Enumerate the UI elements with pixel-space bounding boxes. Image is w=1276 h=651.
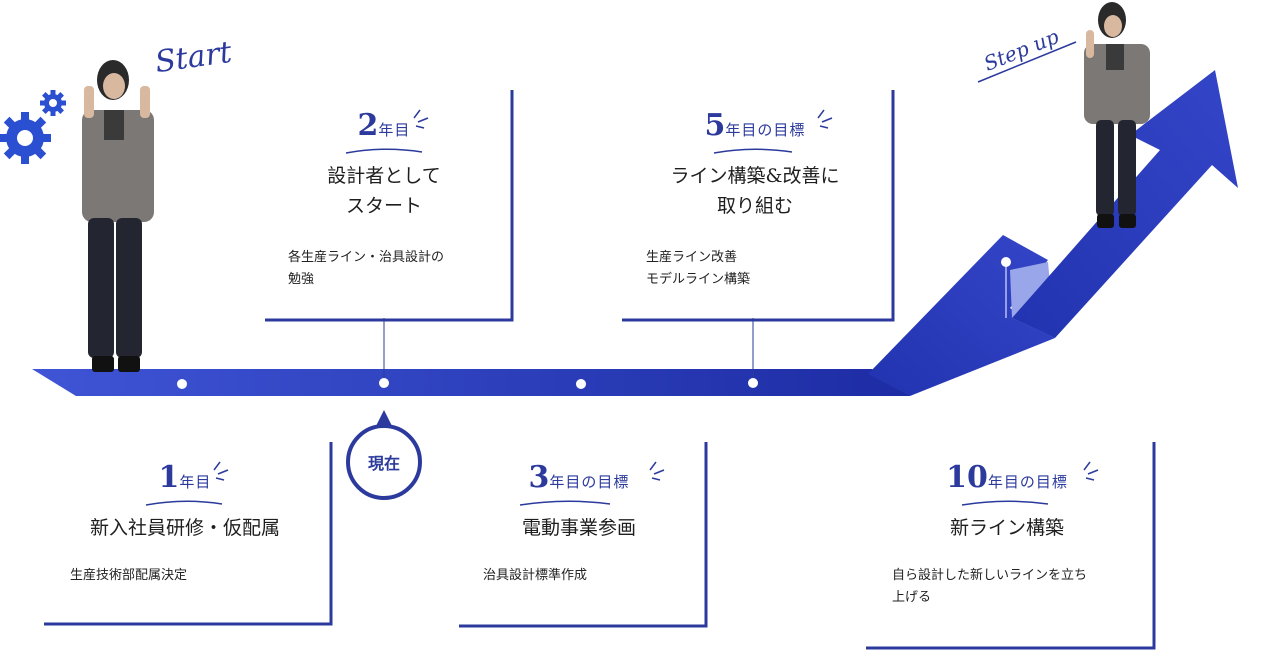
milestone-title: 新ライン構築	[949, 517, 1064, 539]
swoosh-group	[145, 148, 1049, 506]
gear-icon	[0, 112, 51, 164]
milestone-card-year10: 10年目の目標 新ライン構築 自ら設計した新しいラインを立ち 上げる	[872, 460, 1142, 609]
card-frame-year5	[622, 90, 895, 322]
timeline-road-rise	[868, 235, 1055, 396]
milestone-title: ライン構築&改善に取り組む	[670, 165, 840, 217]
milestone-desc: 各生産ライン・治具設計の 勉強	[288, 250, 445, 287]
milestone-desc: 自ら設計した新しいラインを立ち 上げる	[892, 568, 1088, 605]
current-marker-pointer	[376, 410, 392, 426]
milestone-desc: 生産ライン改善 モデルライン構築	[646, 250, 751, 287]
milestone-dot	[177, 379, 187, 389]
milestone-dot	[576, 379, 586, 389]
milestone-card-year2: 2年目 設計者としてスタート 各生産ライン・治具設計の 勉強	[268, 108, 500, 291]
milestone-title: 設計者としてスタート	[327, 165, 441, 217]
employee-start-figure	[82, 60, 154, 372]
card-frame-year2	[265, 90, 514, 322]
card-frame-year1	[44, 442, 333, 626]
card-frame-year3	[459, 442, 708, 628]
milestone-desc: 生産技術部配属決定	[70, 568, 188, 583]
milestone-card-year5: 5年目の目標 ライン構築&改善に取り組む 生産ライン改善 モデルライン構築	[630, 108, 880, 291]
milestone-year: 2年目	[357, 108, 411, 143]
stepup-underline	[977, 41, 1077, 83]
milestone-dot	[1001, 257, 1011, 267]
card-frame-year10	[866, 442, 1156, 650]
milestone-card-year3: 3年目の目標 電動事業参画 治具設計標準作成	[465, 460, 693, 587]
current-badge: 現在	[367, 454, 400, 473]
milestone-year: 10年目の目標	[946, 460, 1068, 495]
milestone-title: 新入社員研修・仮配属	[89, 517, 280, 539]
milestone-year: 1年目	[158, 460, 212, 495]
milestone-title: 電動事業参画	[521, 517, 636, 539]
timeline-road	[32, 369, 910, 396]
employee-top-figure	[1084, 2, 1150, 228]
gear-icon	[40, 90, 66, 116]
milestone-year: 3年目の目標	[528, 460, 630, 495]
milestone-dot	[379, 378, 389, 388]
milestone-card-year1: 1年目 新入社員研修・仮配属 生産技術部配属決定	[50, 460, 320, 587]
milestone-desc: 治具設計標準作成	[483, 568, 588, 583]
milestone-dot	[748, 378, 758, 388]
sparkle-group	[213, 109, 1099, 481]
milestone-year: 5年目の目標	[704, 108, 806, 143]
